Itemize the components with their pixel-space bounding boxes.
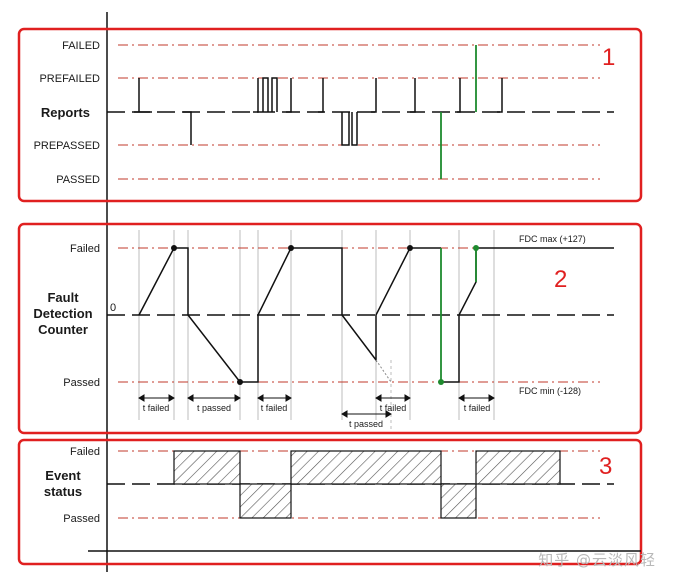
fdc-trace-tail: [441, 247, 614, 383]
reports-axis-label: Reports: [41, 105, 90, 120]
fdc-failed-label: Failed: [70, 243, 100, 255]
interval-t-passed-1: [187, 394, 241, 402]
fdc-max-label: FDC max (+127): [519, 234, 586, 244]
status-axis-label-line1: Event: [45, 468, 81, 483]
status-block-passed: [239, 483, 292, 519]
panel-reports: FAILED PREFAILED Reports PREPASSED PASSE…: [34, 40, 614, 186]
interval-t-failed-2: [257, 394, 292, 402]
fdc-passed-label: Passed: [63, 377, 100, 389]
panel-frame-reports: [17, 27, 643, 203]
status-block-failed: [475, 450, 561, 485]
fdc-min-label: FDC min (-128): [519, 386, 581, 396]
fdc-point-green: [473, 245, 479, 251]
panel-fdc: Failed 0 Passed Fault Detection Counter …: [33, 234, 614, 429]
interval-label-t-passed-1: t passed: [197, 403, 231, 413]
interval-t-failed-1: [138, 394, 175, 402]
fdc-point: [171, 245, 177, 251]
fdc-point: [288, 245, 294, 251]
interval-label-t-failed-1: t failed: [143, 403, 170, 413]
fdc-zero-label: 0: [110, 302, 116, 314]
level-failed-label: FAILED: [62, 40, 100, 52]
status-block-passed: [440, 483, 477, 519]
panel-event-status: Failed Event status Passed: [44, 446, 614, 525]
panel-frame-event-status: [17, 438, 643, 566]
status-axis-label-line2: status: [44, 484, 82, 499]
interval-label-t-failed-3: t failed: [380, 403, 407, 413]
panel-number-2: 2: [554, 266, 567, 293]
status-failed-label: Failed: [70, 446, 100, 458]
interval-t-failed-3: [375, 394, 411, 402]
panel-frame-fdc: [17, 222, 643, 435]
interval-label-t-failed-2: t failed: [261, 403, 288, 413]
fdc-point-green: [438, 379, 444, 385]
watermark: 知乎 @云淡风轻: [538, 551, 656, 569]
level-prefailed-label: PREFAILED: [39, 73, 100, 85]
panel-number-1: 1: [602, 44, 615, 71]
fdc-point: [237, 379, 243, 385]
level-passed-label: PASSED: [56, 174, 100, 186]
status-passed-label: Passed: [63, 513, 100, 525]
fdc-point: [407, 245, 413, 251]
fdc-axis-label-line1: Fault: [47, 290, 79, 305]
interval-t-failed-4: [458, 394, 495, 402]
report-pulses: [134, 77, 503, 146]
interval-label-t-passed-2: t passed: [349, 419, 383, 429]
interval-label-t-failed-4: t failed: [464, 403, 491, 413]
level-prepassed-label: PREPASSED: [34, 140, 100, 152]
status-block-failed: [290, 450, 442, 485]
fdc-axis-label-line2: Detection: [33, 306, 92, 321]
status-block-failed: [173, 450, 241, 485]
fdc-axis-label-line3: Counter: [38, 322, 88, 337]
panel-number-3: 3: [599, 453, 612, 480]
interval-t-passed-2: [341, 410, 392, 418]
fdc-trace-dotted: [375, 359, 392, 383]
fdc-trace: [138, 247, 441, 383]
